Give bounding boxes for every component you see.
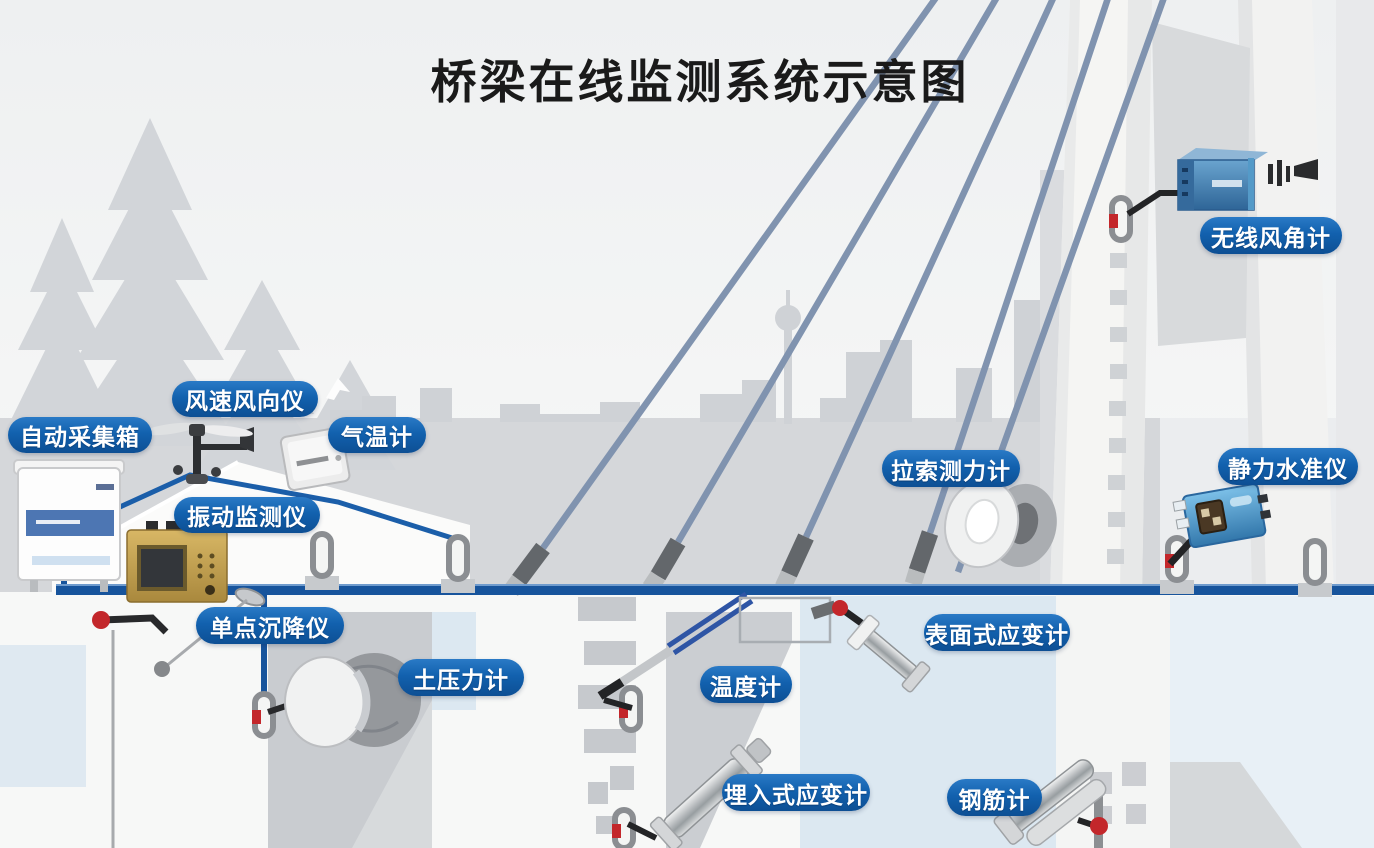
wireless-sensor-device	[1126, 148, 1318, 217]
label-wireless-wind-gauge: 无线风角计	[1200, 217, 1342, 254]
label-air-thermometer: 气温计	[328, 417, 426, 453]
surface-strain-gauge-device	[738, 596, 931, 693]
label-wind-speed-direction: 风速风向仪	[172, 381, 318, 417]
vibration-monitor-device	[126, 521, 228, 603]
label-earth-pressure-gauge: 土压力计	[398, 659, 524, 696]
settlement-sensor-device	[92, 587, 266, 848]
auto-collection-box-device	[13, 459, 125, 592]
label-embedded-strain-gauge: 埋入式应变计	[722, 774, 870, 811]
thermometer-device	[597, 591, 754, 711]
label-vibration-monitor: 振动监测仪	[174, 497, 320, 533]
label-cable-force-gauge: 拉索测力计	[882, 450, 1020, 487]
label-single-point-settlement: 单点沉降仪	[196, 607, 344, 644]
water	[0, 645, 86, 787]
wind-sensor-device	[143, 422, 254, 484]
cable-force-gauge-device	[944, 478, 1057, 569]
diagram-title: 桥梁在线监测系统示意图	[430, 55, 970, 109]
static-level-device	[1167, 483, 1272, 567]
label-static-level-gauge: 静力水准仪	[1218, 448, 1358, 485]
bird-shape	[326, 378, 350, 400]
earth-pressure-device	[267, 653, 421, 748]
label-surface-strain-gauge: 表面式应变计	[924, 614, 1070, 651]
label-rebar-gauge: 钢筋计	[947, 779, 1042, 816]
label-auto-collection-box: 自动采集箱	[8, 417, 152, 453]
skyline-silhouette	[330, 290, 1040, 424]
label-thermometer: 温度计	[700, 666, 792, 703]
